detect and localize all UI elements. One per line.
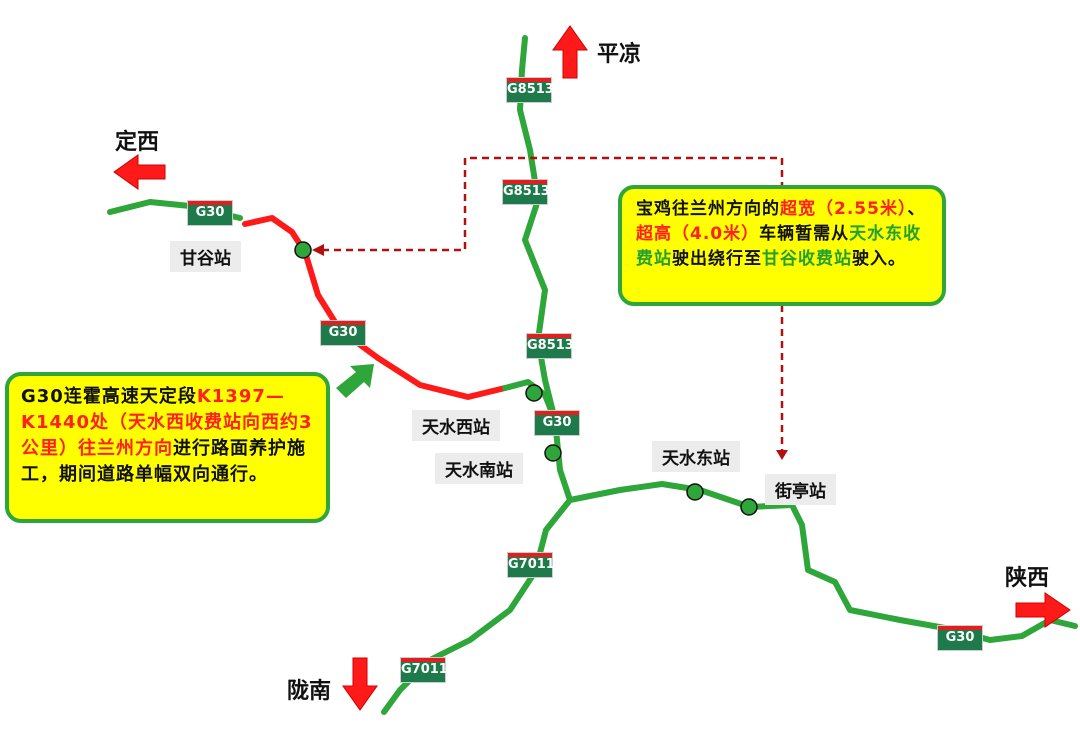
notice-text: 车辆暂需从: [759, 224, 850, 244]
shield-g8513: G8513: [526, 333, 574, 359]
arrow-down-icon: [342, 657, 378, 711]
station-marker-jieting: [740, 498, 758, 516]
notice-text: 驶入。: [852, 249, 906, 269]
station-label-jieting: 街亭站: [765, 474, 836, 505]
shield-g30: G30: [937, 625, 983, 651]
notice-detour: 宝鸡往兰州方向的超宽（2.55米）、超高（4.0米）车辆暂需从天水东收费站驶出绕…: [618, 185, 946, 306]
notice-text: G30连霍高速天定段: [21, 386, 197, 407]
arrow-right-icon: [1015, 592, 1071, 628]
station-marker-gangu: [294, 241, 312, 259]
road-closure-section: [242, 215, 508, 400]
detour-arrowhead-ganggu: [312, 244, 324, 256]
notice-text: 进行路面养护施工，期间道路单幅双向通行。: [21, 438, 306, 485]
notice-highlight: K1397—K1440处（天水西收费站向西约3公里）往兰州方向: [21, 386, 313, 459]
notice-text: 、: [907, 199, 926, 219]
station-marker-tianshuinan: [544, 444, 562, 462]
station-marker-tianshuidong: [686, 483, 704, 501]
notice-text: 宝鸡往兰州方向的: [636, 199, 780, 219]
detour-dashed-line: [322, 156, 784, 252]
green-pointer-arrow-icon: [336, 364, 374, 398]
shield-g8513: G8513: [506, 77, 554, 103]
shield-g7011: G7011: [400, 657, 448, 683]
shield-g7011: G7011: [507, 552, 555, 578]
direction-label-west: 定西: [115, 130, 160, 155]
arrow-up-icon: [552, 25, 588, 79]
direction-label-east: 陕西: [1005, 566, 1050, 591]
shield-g30: G30: [187, 200, 233, 226]
shield-g30: G30: [320, 320, 366, 346]
station-marker-tianshuixi: [525, 384, 543, 402]
arrow-left-icon: [113, 154, 166, 190]
direction-label-south: 陇南: [287, 679, 332, 704]
road-g30-east: [567, 481, 1078, 643]
station-label-tianshuixi: 天水西站: [412, 410, 500, 441]
station-label-tianshuinan: 天水南站: [435, 453, 523, 484]
detour-arrowhead-tianshuidong: [776, 450, 788, 460]
notice-construction: G30连霍高速天定段K1397—K1440处（天水西收费站向西约3公里）往兰州方…: [5, 372, 330, 523]
station-label-gangu: 甘谷站: [170, 241, 241, 272]
direction-label-north: 平凉: [597, 42, 642, 67]
notice-station-exit: 天水东收费站: [636, 224, 922, 269]
road-g7011: [381, 497, 573, 715]
shield-g30: G30: [534, 410, 580, 436]
notice-text: 驶出绕行至: [672, 249, 762, 269]
notice-highlight: 超宽（2.55米）: [780, 199, 908, 219]
station-label-tianshuidong: 天水东站: [652, 441, 740, 472]
shield-g8513: G8513: [502, 179, 550, 205]
notice-station-entry: 甘谷收费站: [762, 249, 852, 269]
notice-highlight: 超高（4.0米）: [636, 224, 760, 244]
